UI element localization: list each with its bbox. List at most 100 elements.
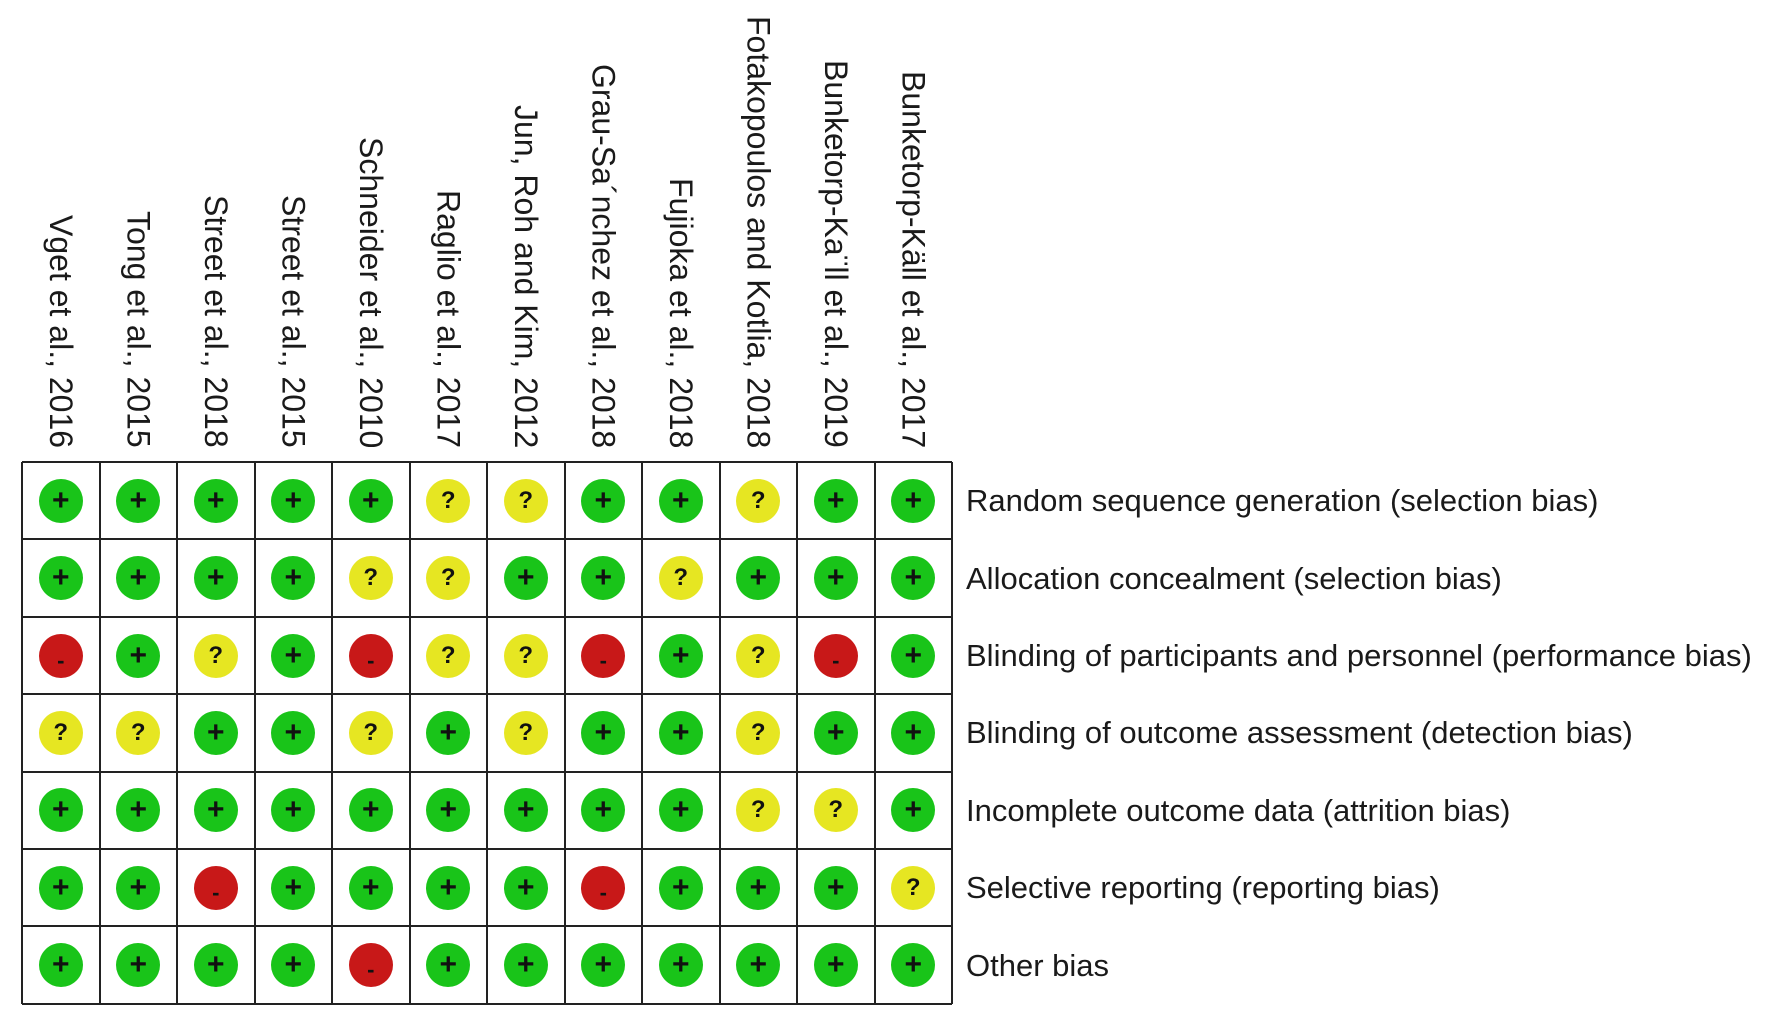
unclear-risk-symbol: ? bbox=[891, 865, 936, 910]
low-risk-symbol: + bbox=[426, 865, 471, 910]
domain-label: Blinding of outcome assessment (detectio… bbox=[966, 715, 1633, 751]
high-risk-symbol: - bbox=[581, 865, 626, 910]
low-risk-symbol: + bbox=[581, 710, 626, 755]
low-risk-symbol: + bbox=[503, 943, 548, 988]
study-label: Raglio et al., 2017 bbox=[430, 190, 467, 448]
study-label: Vget et al., 2016 bbox=[42, 215, 79, 449]
low-risk-symbol: + bbox=[891, 943, 936, 988]
low-risk-symbol: + bbox=[348, 865, 393, 910]
domain-label: Blinding of participants and personnel (… bbox=[966, 638, 1752, 673]
low-risk-symbol: + bbox=[891, 556, 936, 601]
low-risk-symbol: + bbox=[271, 943, 316, 988]
domain-label: Random sequence generation (selection bi… bbox=[966, 483, 1599, 519]
unclear-risk-symbol: ? bbox=[503, 478, 548, 523]
grid-line-vertical bbox=[253, 462, 256, 1004]
high-risk-symbol: - bbox=[581, 633, 626, 678]
grid-line-vertical bbox=[21, 462, 23, 1004]
low-risk-symbol: + bbox=[813, 710, 858, 755]
unclear-risk-symbol: ? bbox=[503, 633, 548, 678]
low-risk-symbol: + bbox=[348, 788, 393, 833]
study-label: Jun, Roh and Kim, 2012 bbox=[507, 105, 544, 449]
grid-line-horizontal bbox=[22, 848, 952, 850]
low-risk-symbol: + bbox=[116, 633, 161, 678]
low-risk-symbol: + bbox=[658, 788, 703, 833]
low-risk-symbol: + bbox=[658, 865, 703, 910]
unclear-risk-symbol: ? bbox=[736, 788, 781, 833]
unclear-risk-symbol: ? bbox=[348, 556, 393, 601]
low-risk-symbol: + bbox=[38, 788, 83, 833]
low-risk-symbol: + bbox=[581, 556, 626, 601]
low-risk-symbol: + bbox=[813, 865, 858, 910]
low-risk-symbol: + bbox=[658, 633, 703, 678]
high-risk-symbol: - bbox=[193, 865, 238, 910]
unclear-risk-symbol: ? bbox=[503, 710, 548, 755]
low-risk-symbol: + bbox=[271, 788, 316, 833]
study-label: Fotakopoulos and Kotlia, 2018 bbox=[740, 16, 777, 449]
study-label: Grau-Sa´nchez et al., 2018 bbox=[585, 64, 622, 449]
low-risk-symbol: + bbox=[658, 478, 703, 523]
low-risk-symbol: + bbox=[193, 710, 238, 755]
grid-line-vertical bbox=[408, 462, 411, 1004]
low-risk-symbol: + bbox=[736, 556, 781, 601]
low-risk-symbol: + bbox=[581, 943, 626, 988]
grid-line-vertical bbox=[951, 462, 953, 1004]
study-label: Street et al., 2015 bbox=[275, 195, 312, 448]
unclear-risk-symbol: ? bbox=[658, 556, 703, 601]
unclear-risk-symbol: ? bbox=[426, 556, 471, 601]
low-risk-symbol: + bbox=[116, 788, 161, 833]
low-risk-symbol: + bbox=[503, 788, 548, 833]
high-risk-symbol: - bbox=[38, 633, 83, 678]
low-risk-symbol: + bbox=[193, 943, 238, 988]
unclear-risk-symbol: ? bbox=[736, 478, 781, 523]
low-risk-symbol: + bbox=[891, 478, 936, 523]
low-risk-symbol: + bbox=[891, 633, 936, 678]
low-risk-symbol: + bbox=[891, 788, 936, 833]
unclear-risk-symbol: ? bbox=[813, 788, 858, 833]
grid-line-vertical bbox=[718, 462, 721, 1004]
grid-line-vertical bbox=[796, 462, 798, 1004]
grid-line-horizontal bbox=[22, 461, 952, 463]
low-risk-symbol: + bbox=[891, 710, 936, 755]
low-risk-symbol: + bbox=[271, 710, 316, 755]
unclear-risk-symbol: ? bbox=[38, 710, 83, 755]
low-risk-symbol: + bbox=[503, 556, 548, 601]
low-risk-symbol: + bbox=[116, 478, 161, 523]
grid-line-vertical bbox=[98, 462, 101, 1004]
unclear-risk-symbol: ? bbox=[426, 633, 471, 678]
grid-line-horizontal bbox=[22, 538, 952, 541]
grid-line-vertical bbox=[176, 462, 178, 1004]
study-label: Bunketorp-Käll et al., 2017 bbox=[895, 71, 932, 449]
unclear-risk-symbol: ? bbox=[426, 478, 471, 523]
low-risk-symbol: + bbox=[271, 556, 316, 601]
grid-line-horizontal bbox=[22, 1002, 952, 1005]
unclear-risk-symbol: ? bbox=[348, 710, 393, 755]
low-risk-symbol: + bbox=[116, 865, 161, 910]
grid-line-horizontal bbox=[22, 770, 952, 773]
study-label: Tong et al., 2015 bbox=[120, 211, 157, 448]
grid-line-vertical bbox=[563, 462, 566, 1004]
domain-label: Allocation concealment (selection bias) bbox=[966, 560, 1502, 596]
low-risk-symbol: + bbox=[38, 556, 83, 601]
low-risk-symbol: + bbox=[426, 710, 471, 755]
domain-label: Incomplete outcome data (attrition bias) bbox=[966, 792, 1511, 828]
low-risk-symbol: + bbox=[426, 788, 471, 833]
unclear-risk-symbol: ? bbox=[116, 710, 161, 755]
low-risk-symbol: + bbox=[271, 865, 316, 910]
high-risk-symbol: - bbox=[348, 943, 393, 988]
low-risk-symbol: + bbox=[348, 478, 393, 523]
low-risk-symbol: + bbox=[116, 943, 161, 988]
low-risk-symbol: + bbox=[38, 865, 83, 910]
low-risk-symbol: + bbox=[581, 478, 626, 523]
unclear-risk-symbol: ? bbox=[736, 710, 781, 755]
low-risk-symbol: + bbox=[271, 633, 316, 678]
unclear-risk-symbol: ? bbox=[736, 633, 781, 678]
low-risk-symbol: + bbox=[581, 788, 626, 833]
low-risk-symbol: + bbox=[813, 478, 858, 523]
study-label: Schneider et al., 2010 bbox=[352, 137, 389, 449]
unclear-risk-symbol: ? bbox=[193, 633, 238, 678]
study-label: Bunketorp-Ka¨ll et al., 2019 bbox=[817, 60, 854, 448]
high-risk-symbol: - bbox=[348, 633, 393, 678]
low-risk-symbol: + bbox=[38, 943, 83, 988]
domain-label: Other bias bbox=[966, 947, 1110, 983]
